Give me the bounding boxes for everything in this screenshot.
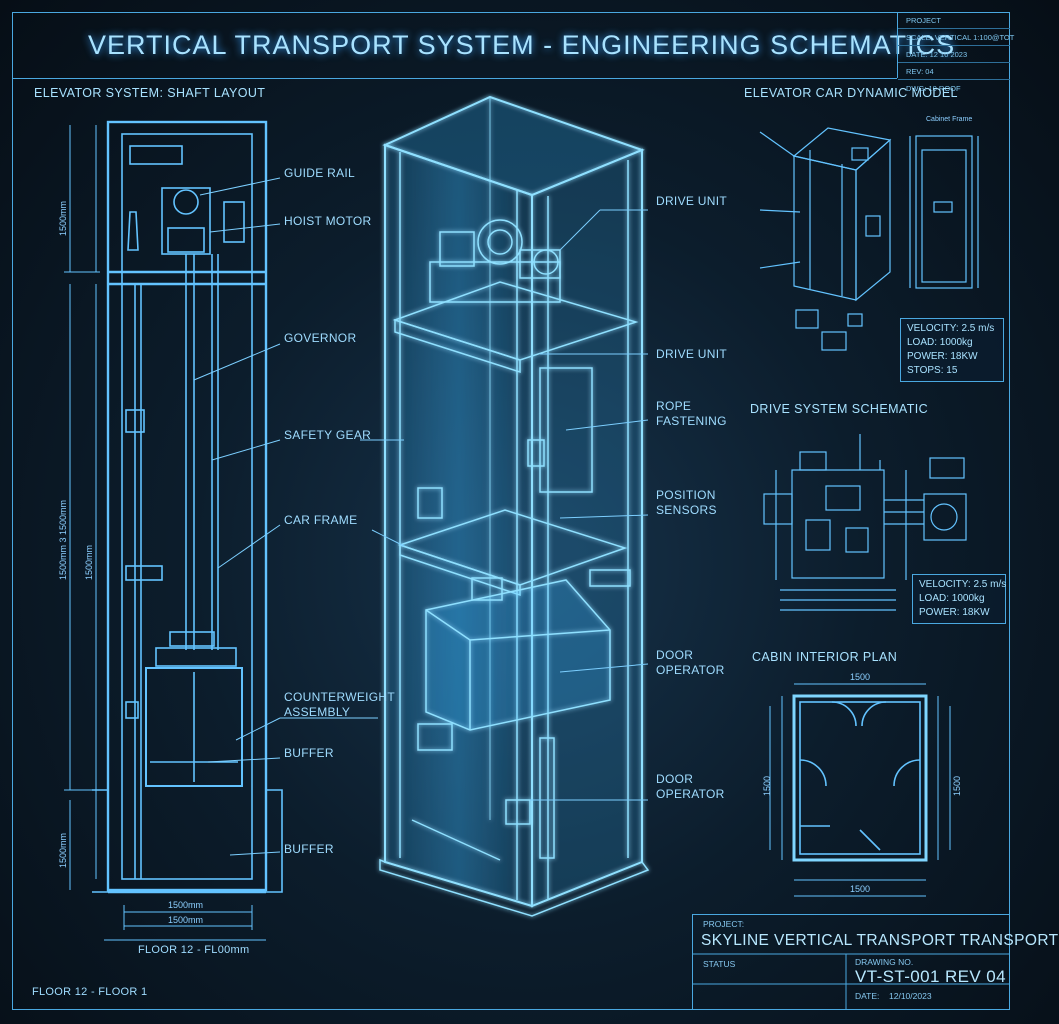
corner-info-line: DWG: 10 ROOF	[906, 84, 961, 93]
car-dynamic-model-drawing	[759, 127, 979, 351]
title-block: PROJECT: SKYLINE VERTICAL TRANSPORT TRAN…	[692, 914, 1058, 1010]
label-drive-unit: DRIVE UNIT	[656, 347, 728, 361]
project-name: SKYLINE VERTICAL TRANSPORT TRANSPORT	[701, 932, 1059, 949]
spec-power: POWER: 18KW	[919, 607, 990, 618]
label-counterweight-assembly: ASSEMBLY	[284, 705, 351, 719]
label-operator-lower: OPERATOR	[656, 787, 725, 801]
center-leader-lines	[360, 209, 649, 801]
drawing-frame	[12, 12, 1010, 1010]
floor-bottom-note: FLOOR 12 - FLOOR 1	[32, 986, 148, 998]
spec-load: LOAD: 1000kg	[907, 337, 973, 348]
shaft-layout-heading: ELEVATOR SYSTEM: SHAFT LAYOUT	[34, 86, 266, 100]
dim-width-outer: 1500mm	[168, 900, 204, 910]
corner-info-line: PROJECT	[898, 12, 1010, 29]
shaft-leader-lines	[193, 177, 378, 856]
spec-stops: STOPS: 15	[907, 365, 958, 376]
label-door-lower: DOOR	[656, 772, 694, 786]
label-operator-upper: OPERATOR	[656, 663, 725, 677]
drawing-number: VT-ST-001 REV 04	[855, 967, 1006, 986]
spec-velocity: VELOCITY: 2.5 m/s	[907, 323, 995, 334]
spec-load: LOAD: 1000kg	[919, 593, 985, 604]
spec-velocity: VELOCITY: 2.5 m/s	[919, 579, 1007, 590]
label-hoist-motor: HOIST MOTOR	[284, 214, 372, 228]
elevator-3d-model	[379, 95, 650, 917]
corner-info-line: REV: 04	[898, 63, 1010, 80]
car-model-heading: ELEVATOR CAR DYNAMIC MODEL	[744, 86, 958, 100]
label-guide-rail: GUIDE RAIL	[284, 166, 356, 180]
spec-box-model: VELOCITY: 2.5 m/s LOAD: 1000kg POWER: 18…	[900, 318, 1004, 382]
drive-system-heading: DRIVE SYSTEM SCHEMATIC	[750, 402, 929, 416]
dim-pit-height: 1500mm	[58, 832, 68, 868]
title-rule	[12, 78, 897, 79]
spec-box-drive: VELOCITY: 2.5 m/s LOAD: 1000kg POWER: 18…	[912, 574, 1006, 624]
label-safety-gear: SAFETY GEAR	[284, 428, 372, 442]
shaft-layout-drawing	[64, 120, 283, 941]
drive-system-drawing	[763, 434, 967, 611]
status-label: STATUS	[703, 959, 736, 969]
cabin-dim-top: 1500	[850, 672, 871, 682]
label-counterweight: COUNTERWEIGHT	[284, 690, 396, 704]
car-model-subtitle: Cabinet Frame	[926, 116, 973, 123]
corner-info-block: PROJECT SCALE: VERTICAL 1:100@TOT DATE: …	[897, 12, 1014, 93]
schematic-artwork	[64, 95, 1010, 1010]
date-value: 12/10/2023	[889, 991, 932, 1001]
label-sensors: SENSORS	[656, 503, 717, 517]
corner-info-line: SCALE: VERTICAL 1:100@TOT	[898, 29, 1014, 46]
cabin-plan-heading: CABIN INTERIOR PLAN	[752, 650, 898, 664]
cabin-plan-drawing	[769, 683, 951, 897]
label-position: POSITION	[656, 488, 716, 502]
cabin-dim-left: 1500	[762, 775, 772, 796]
drawing-no-label: DRAWING NO.	[855, 957, 914, 967]
corner-info-line: DATE: 12 10 2023	[898, 46, 1010, 63]
label-rope: ROPE	[656, 399, 692, 413]
label-door-upper: DOOR	[656, 648, 694, 662]
title-block-rules	[692, 953, 1010, 1010]
date-label: DATE:	[855, 991, 880, 1001]
page-title: VERTICAL TRANSPORT SYSTEM - ENGINEERING …	[88, 30, 956, 60]
label-buffer-upper: BUFFER	[284, 746, 334, 760]
label-drive-unit-top: DRIVE UNIT	[656, 194, 728, 208]
project-label: PROJECT:	[703, 919, 745, 929]
dim-width-inner: 1500mm	[168, 915, 204, 925]
dim-lower-height: 1500mm	[84, 544, 94, 580]
label-car-frame: CAR FRAME	[284, 513, 358, 527]
cabin-dim-bottom: 1500	[850, 884, 871, 894]
dim-main-height: 1500mm 3 1500mm	[58, 499, 68, 580]
spec-power: POWER: 18KW	[907, 351, 978, 362]
label-buffer-lower: BUFFER	[284, 842, 334, 856]
label-fastening: FASTENING	[656, 414, 727, 428]
floor-range-note: FLOOR 12 - FL00mm	[138, 944, 250, 956]
cabin-dim-right: 1500	[952, 775, 962, 796]
label-governor: GOVERNOR	[284, 331, 357, 345]
dim-top-height: 1500mm	[58, 200, 68, 236]
